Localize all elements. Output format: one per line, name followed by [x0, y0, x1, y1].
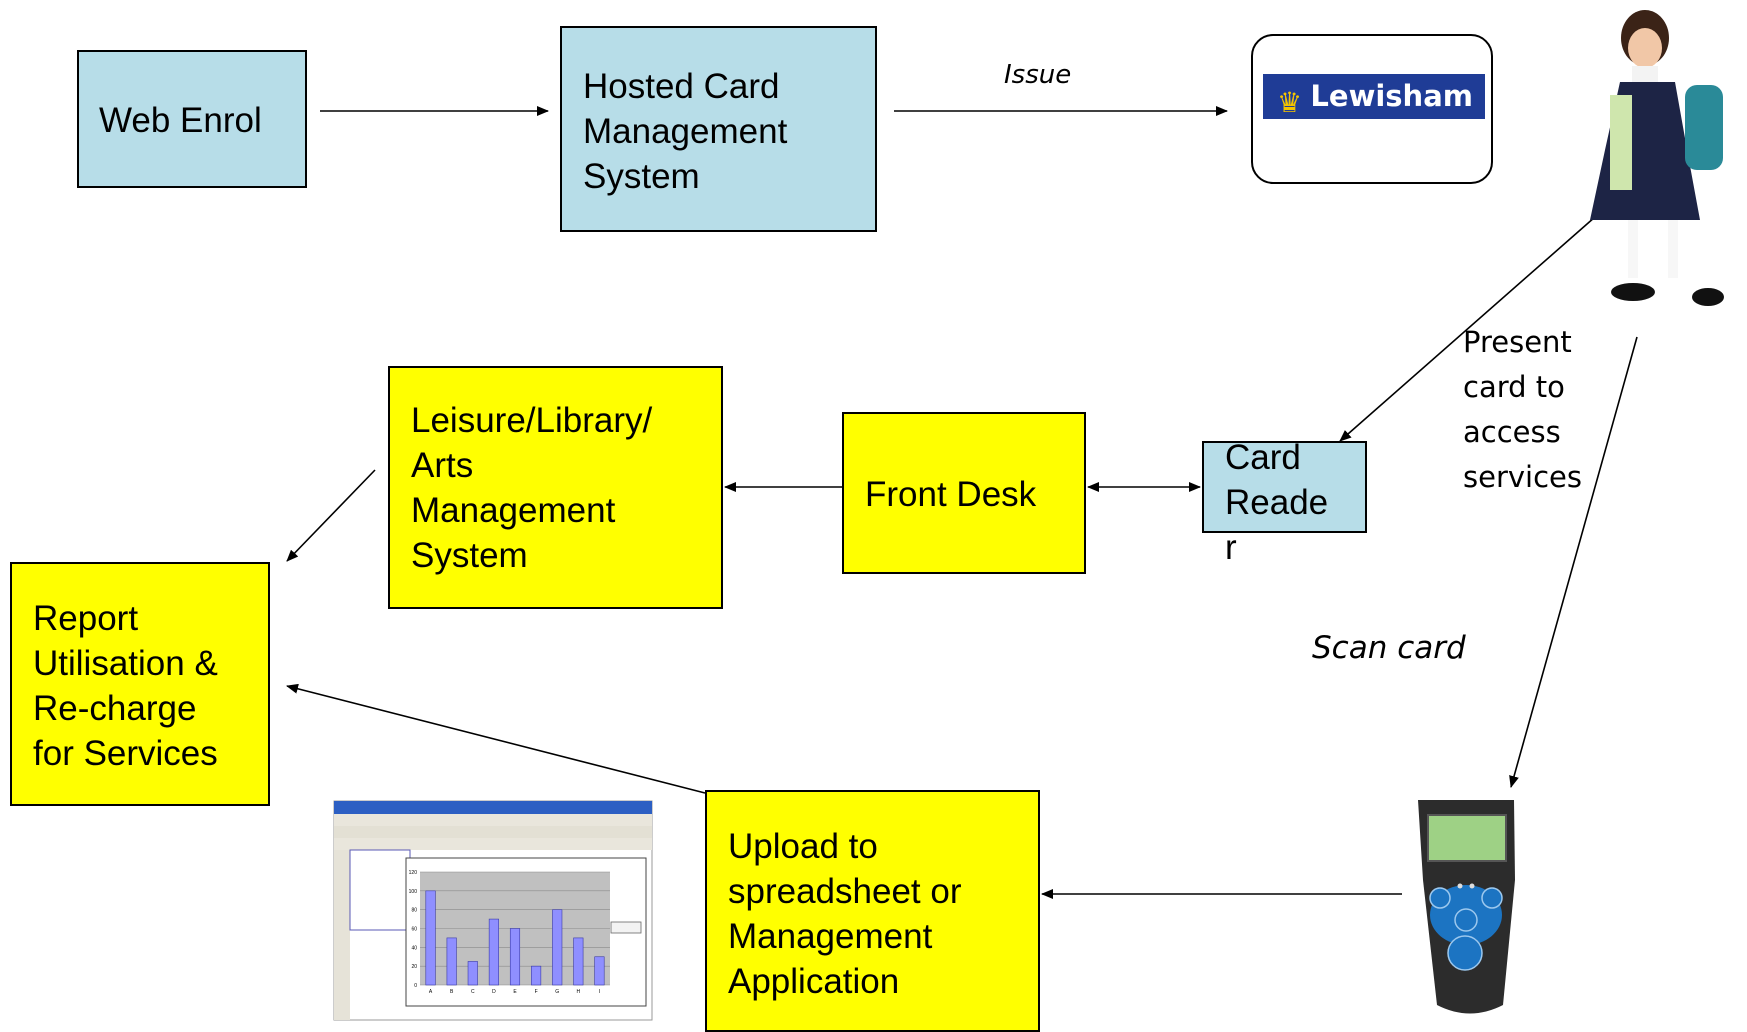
card-reader-label: Card Reade r [1225, 438, 1329, 567]
chart-x-tick-label: C [471, 989, 475, 995]
schoolgirl-illustration [1590, 10, 1724, 306]
chart-bar [488, 918, 499, 986]
chart-x-tick-label: E [513, 989, 517, 995]
chart-y-tick-label: 0 [414, 983, 417, 989]
hosted-card-management-label: Hosted Card Management System [583, 67, 788, 196]
report-utilisation-box: Report Utilisation & Re-charge for Servi… [10, 562, 270, 806]
arrow-girl-to-scanner [1509, 336, 1638, 788]
chart-y-tick-label: 40 [411, 945, 417, 951]
chart-bar [573, 937, 584, 986]
arrow-girl-to-cardreader [1339, 216, 1596, 442]
lewisham-logo-text: Lewisham [1310, 79, 1473, 113]
upload-spreadsheet-label: Upload to spreadsheet or Management Appl… [728, 827, 962, 1001]
upload-spreadsheet-box: Upload to spreadsheet or Management Appl… [705, 790, 1040, 1032]
chart-bar [594, 956, 605, 986]
chart-bar [467, 961, 478, 986]
issue-label: Issue [1004, 60, 1072, 90]
web-enrol-box: Web Enrol [77, 50, 307, 188]
chart-x-tick-label: G [555, 989, 559, 995]
chart-bar [425, 890, 436, 986]
chart-x-tick-label: A [429, 989, 433, 995]
chart-x-tick-label: F [535, 989, 538, 995]
report-utilisation-label: Report Utilisation & Re-charge for Servi… [33, 599, 218, 773]
present-card-label: Present card to access services [1463, 325, 1582, 494]
chart-bar [446, 937, 457, 986]
web-enrol-label: Web Enrol [99, 101, 262, 140]
hosted-card-management-box: Hosted Card Management System [560, 26, 877, 232]
chart-y-tick-label: 120 [409, 870, 418, 876]
chart-y-tick-label: 80 [411, 908, 417, 914]
card-reader-box: Card Reade r [1202, 438, 1367, 567]
lewisham-card: ♛ Lewisham [1251, 34, 1493, 184]
leisure-library-arts-system-box: Leisure/Library/ Arts Management System [388, 366, 723, 609]
chart-bar [509, 928, 521, 986]
chart-x-tick-label: B [450, 989, 454, 995]
arrow-upload-to-report [286, 683, 706, 794]
chart-x-tick-label: D [492, 989, 496, 995]
scan-card-label: Scan card [1312, 630, 1466, 666]
chart-bar [531, 965, 542, 986]
lewisham-logo-banner: ♛ Lewisham [1263, 74, 1485, 119]
chart-y-tick-label: 100 [409, 889, 418, 895]
crown-icon: ♛ [1277, 86, 1303, 119]
chart-x-tick-label: H [577, 989, 581, 995]
handheld-scanner-illustration [1418, 800, 1515, 1014]
front-desk-box: Front Desk [842, 412, 1086, 574]
chart-y-tick-label: 60 [411, 927, 417, 933]
chart-bar [552, 909, 563, 986]
chart-y-tick-label: 20 [411, 964, 417, 970]
leisure-library-arts-system-label: Leisure/Library/ Arts Management System [411, 401, 653, 575]
front-desk-label: Front Desk [865, 475, 1037, 514]
arrow-leisure-to-report [286, 469, 376, 562]
chart-x-tick-label: I [599, 989, 600, 995]
